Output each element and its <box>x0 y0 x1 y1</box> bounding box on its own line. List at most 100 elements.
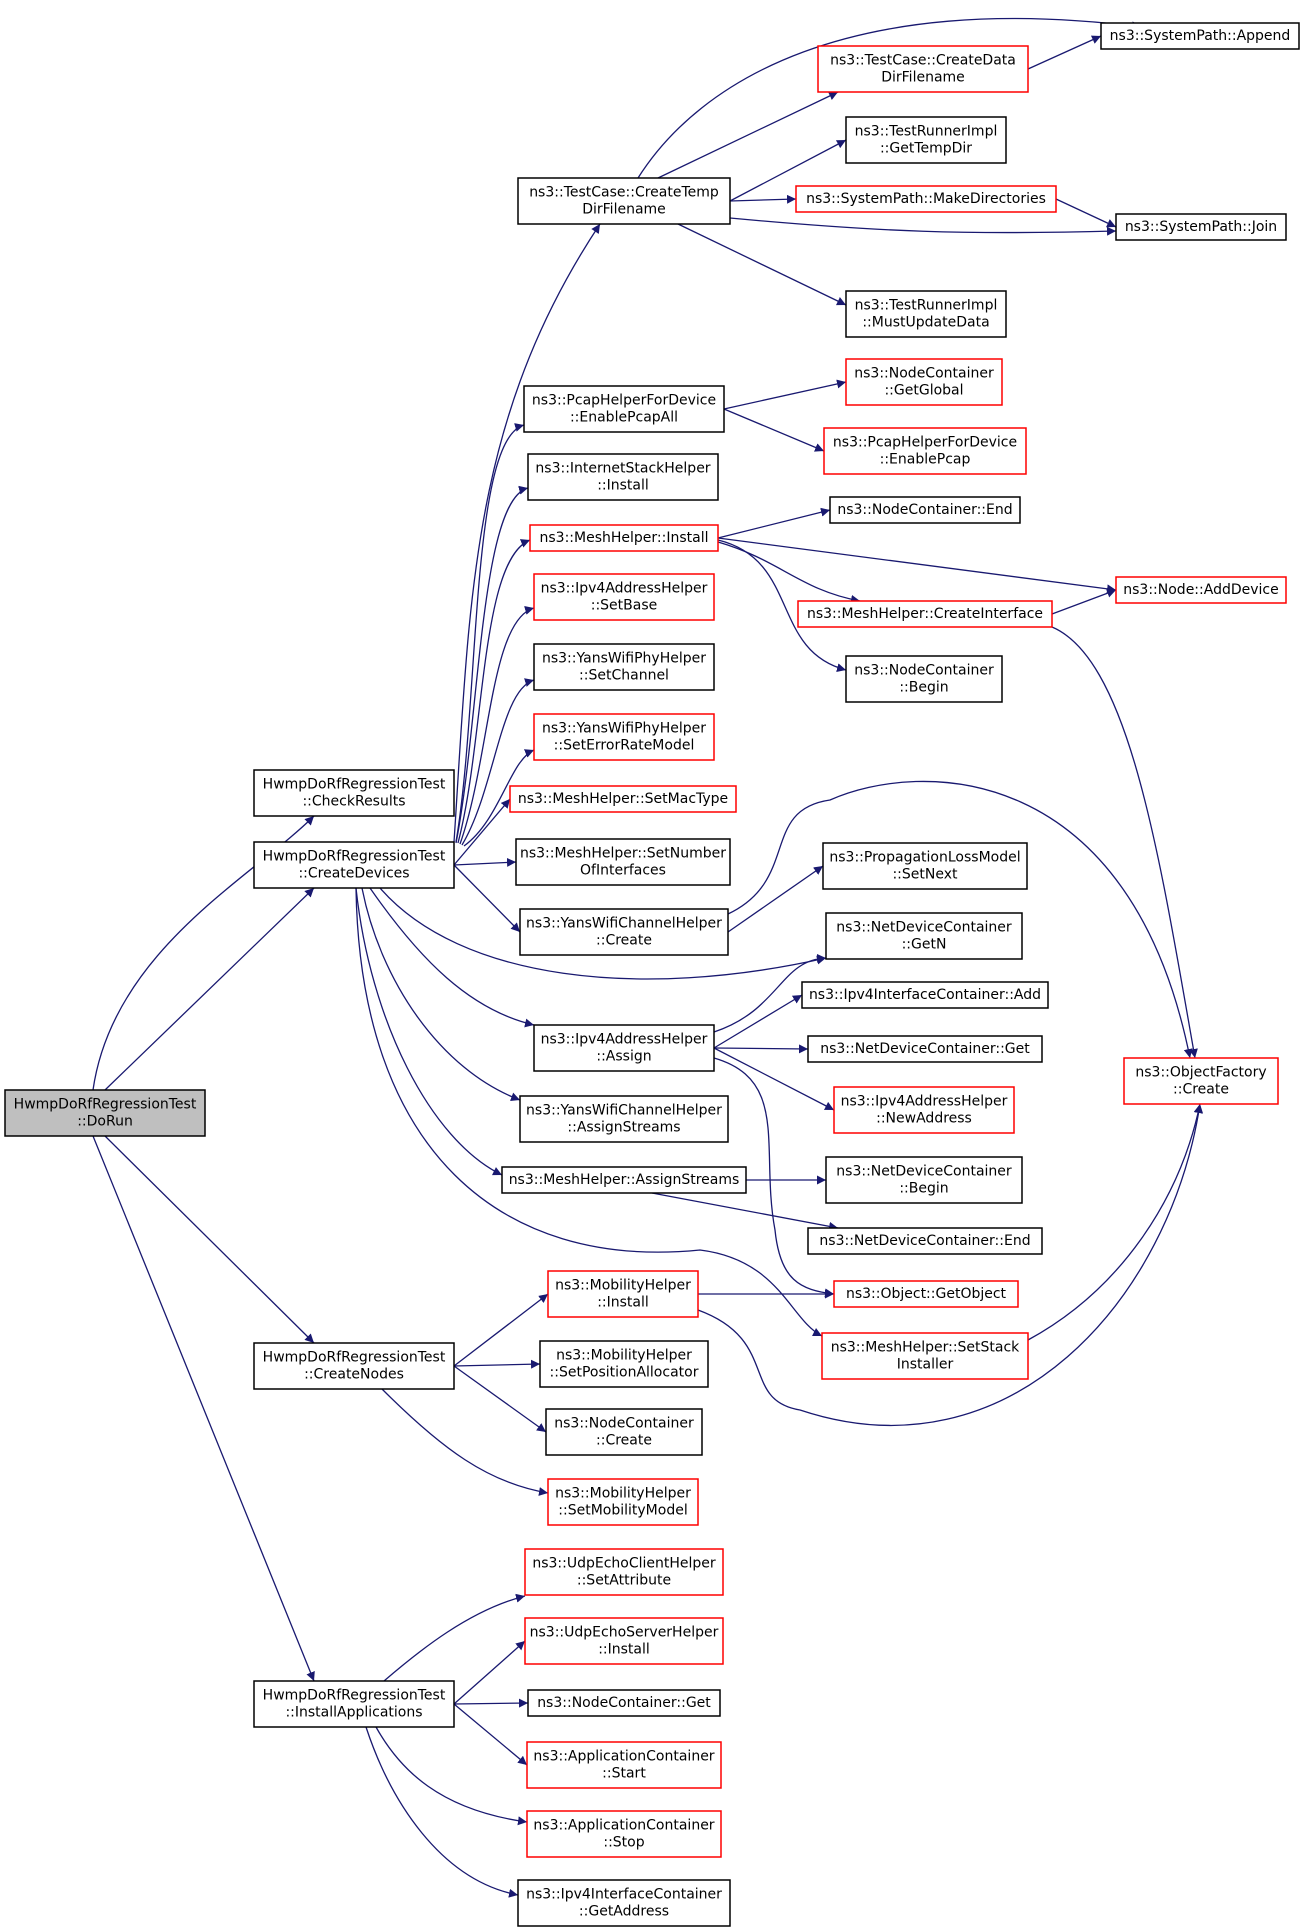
edge-meshinstall-to-adddevice <box>717 537 1117 594</box>
node-label: ns3::Ipv4AddressHelper <box>841 1094 1008 1110</box>
node-dorun[interactable]: HwmpDoRfRegressionTest::DoRun <box>4 1089 206 1137</box>
node-udpserverinstall[interactable]: ns3::UdpEchoServerHelper::Install <box>524 1617 724 1665</box>
node-ywchassign[interactable]: ns3::YansWifiChannelHelper::AssignStream… <box>519 1095 729 1143</box>
node-ncend[interactable]: ns3::NodeContainer::End <box>829 496 1021 524</box>
node-label: ::GetTempDir <box>880 141 972 157</box>
node-createnodes[interactable]: HwmpDoRfRegressionTest::CreateNodes <box>253 1342 455 1390</box>
node-box <box>801 981 1049 1009</box>
function-nodes: HwmpDoRfRegressionTest::DoRunHwmpDoRfReg… <box>4 22 1300 1927</box>
node-ndcend[interactable]: ns3::NetDeviceContainer::End <box>807 1227 1043 1255</box>
edge-createtempdir-to-join <box>729 217 1117 236</box>
node-setmobmodel[interactable]: ns3::MobilityHelper::SetMobilityModel <box>547 1478 699 1526</box>
node-label: ns3::NetDeviceContainer::End <box>819 1233 1030 1249</box>
node-enablepcap[interactable]: ns3::PcapHelperForDevice::EnablePcap <box>823 427 1027 475</box>
node-nccreate[interactable]: ns3::NodeContainer::Create <box>545 1408 703 1456</box>
node-box <box>845 290 1007 338</box>
node-ncget[interactable]: ns3::NodeContainer::Get <box>527 1689 721 1717</box>
node-label: ns3::TestRunnerImpl <box>855 124 998 140</box>
node-box <box>795 185 1057 213</box>
node-getaddress[interactable]: ns3::Ipv4InterfaceContainer::GetAddress <box>517 1879 731 1927</box>
node-inetinstall[interactable]: ns3::InternetStackHelper::Install <box>527 453 719 501</box>
node-setmactype[interactable]: ns3::MeshHelper::SetMacType <box>509 785 737 813</box>
node-objfactory[interactable]: ns3::ObjectFactory::Create <box>1123 1057 1279 1105</box>
node-label: ::SetPositionAllocator <box>550 1365 699 1381</box>
node-enablepcapall[interactable]: ns3::PcapHelperForDevice::EnablePcapAll <box>523 385 725 433</box>
node-box <box>524 1617 724 1665</box>
node-label: ::GetAddress <box>579 1904 669 1920</box>
node-installapps[interactable]: HwmpDoRfRegressionTest::InstallApplicati… <box>253 1680 455 1728</box>
edge-createdevices-to-setbase <box>459 606 535 845</box>
node-label: ::Begin <box>899 1181 948 1197</box>
node-box <box>833 1280 1019 1308</box>
node-label: ns3::MeshHelper::SetStack <box>831 1340 1020 1356</box>
edge-dorun-to-createnodes <box>104 1135 315 1344</box>
node-ipv4icadd[interactable]: ns3::Ipv4InterfaceContainer::Add <box>801 981 1049 1009</box>
node-append[interactable]: ns3::SystemPath::Append <box>1100 22 1300 50</box>
node-setchannel[interactable]: ns3::YansWifiPhyHelper::SetChannel <box>533 643 715 691</box>
call-edges <box>92 17 1204 1898</box>
node-checkresults[interactable]: HwmpDoRfRegressionTest::CheckResults <box>253 769 455 817</box>
node-label: ns3::Ipv4AddressHelper <box>541 581 708 597</box>
node-createdevices[interactable]: HwmpDoRfRegressionTest::CreateDevices <box>253 841 455 889</box>
node-ndcgetn[interactable]: ns3::NetDeviceContainer::GetN <box>825 912 1023 960</box>
node-setposalloc[interactable]: ns3::MobilityHelper::SetPositionAllocato… <box>539 1340 709 1388</box>
node-label: ns3::SystemPath::MakeDirectories <box>806 191 1046 207</box>
node-gettempdir[interactable]: ns3::TestRunnerImpl::GetTempDir <box>845 116 1007 164</box>
node-adddevice[interactable]: ns3::Node::AddDevice <box>1115 576 1287 604</box>
node-box <box>253 1342 455 1390</box>
node-join[interactable]: ns3::SystemPath::Join <box>1115 213 1287 241</box>
node-mobinstall[interactable]: ns3::MobilityHelper::Install <box>547 1270 699 1318</box>
node-box <box>547 1478 699 1526</box>
node-label: ::Start <box>602 1766 646 1782</box>
node-setnext[interactable]: ns3::PropagationLossModel::SetNext <box>822 842 1028 890</box>
node-box <box>807 1227 1043 1255</box>
node-udpsetattr[interactable]: ns3::UdpEchoClientHelper::SetAttribute <box>524 1548 724 1596</box>
edge-createiface-to-adddevice <box>1051 588 1117 615</box>
node-label: ns3::InternetStackHelper <box>535 461 710 477</box>
edge-installapps-to-ncget <box>453 1698 529 1708</box>
edge-ipv4assign-to-ipv4icadd <box>713 994 803 1049</box>
node-label: ns3::SystemPath::Join <box>1125 219 1277 235</box>
node-label: ::CreateDevices <box>298 866 409 882</box>
edge-installapps-to-appstart <box>453 1703 528 1766</box>
node-label: ::EnablePcapAll <box>570 410 678 426</box>
node-seterrorrate[interactable]: ns3::YansWifiPhyHelper::SetErrorRateMode… <box>533 713 715 761</box>
node-setbase[interactable]: ns3::Ipv4AddressHelper::SetBase <box>533 573 715 621</box>
node-box <box>833 1086 1015 1134</box>
node-mustupdate[interactable]: ns3::TestRunnerImpl::MustUpdateData <box>845 290 1007 338</box>
node-ndcget[interactable]: ns3::NetDeviceContainer::Get <box>807 1035 1043 1063</box>
node-label: ::Assign <box>596 1049 651 1065</box>
node-ndcbegin[interactable]: ns3::NetDeviceContainer::Begin <box>825 1156 1023 1204</box>
node-ywchcreate[interactable]: ns3::YansWifiChannelHelper::Create <box>519 908 729 956</box>
node-ipv4assign[interactable]: ns3::Ipv4AddressHelper::Assign <box>533 1024 715 1072</box>
node-getglobal[interactable]: ns3::NodeContainer::GetGlobal <box>845 358 1003 406</box>
edge-createtempdir-to-append <box>637 17 1142 179</box>
node-label: ns3::Ipv4InterfaceContainer <box>526 1887 722 1903</box>
node-appstop[interactable]: ns3::ApplicationContainer::Stop <box>526 1810 722 1858</box>
node-appstart[interactable]: ns3::ApplicationContainer::Start <box>526 1741 722 1789</box>
edge-dorun-to-checkresults <box>92 815 315 1091</box>
node-label: ns3::NodeContainer <box>554 1416 694 1432</box>
node-box <box>517 1879 731 1927</box>
edge-setstack-to-objfactory <box>1027 1103 1203 1341</box>
node-label: ::NewAddress <box>876 1111 972 1127</box>
node-label: ns3::NodeContainer <box>854 663 994 679</box>
node-getobject[interactable]: ns3::Object::GetObject <box>833 1280 1019 1308</box>
node-box <box>1123 1057 1279 1105</box>
node-makedirs[interactable]: ns3::SystemPath::MakeDirectories <box>795 185 1057 213</box>
node-label: DirFilename <box>582 202 666 218</box>
edge-meshinstall-to-createiface <box>717 541 861 604</box>
edge-createdevices-to-ywchassign <box>361 887 521 1102</box>
edge-makedirs-to-join <box>1055 198 1117 228</box>
node-label: HwmpDoRfRegressionTest <box>263 1688 446 1704</box>
node-newaddress[interactable]: ns3::Ipv4AddressHelper::NewAddress <box>833 1086 1015 1134</box>
node-createiface[interactable]: ns3::MeshHelper::CreateInterface <box>797 600 1053 628</box>
node-meshassign[interactable]: ns3::MeshHelper::AssignStreams <box>501 1166 747 1194</box>
node-meshinstall[interactable]: ns3::MeshHelper::Install <box>529 524 719 552</box>
node-ncbegin[interactable]: ns3::NodeContainer::Begin <box>845 655 1003 703</box>
